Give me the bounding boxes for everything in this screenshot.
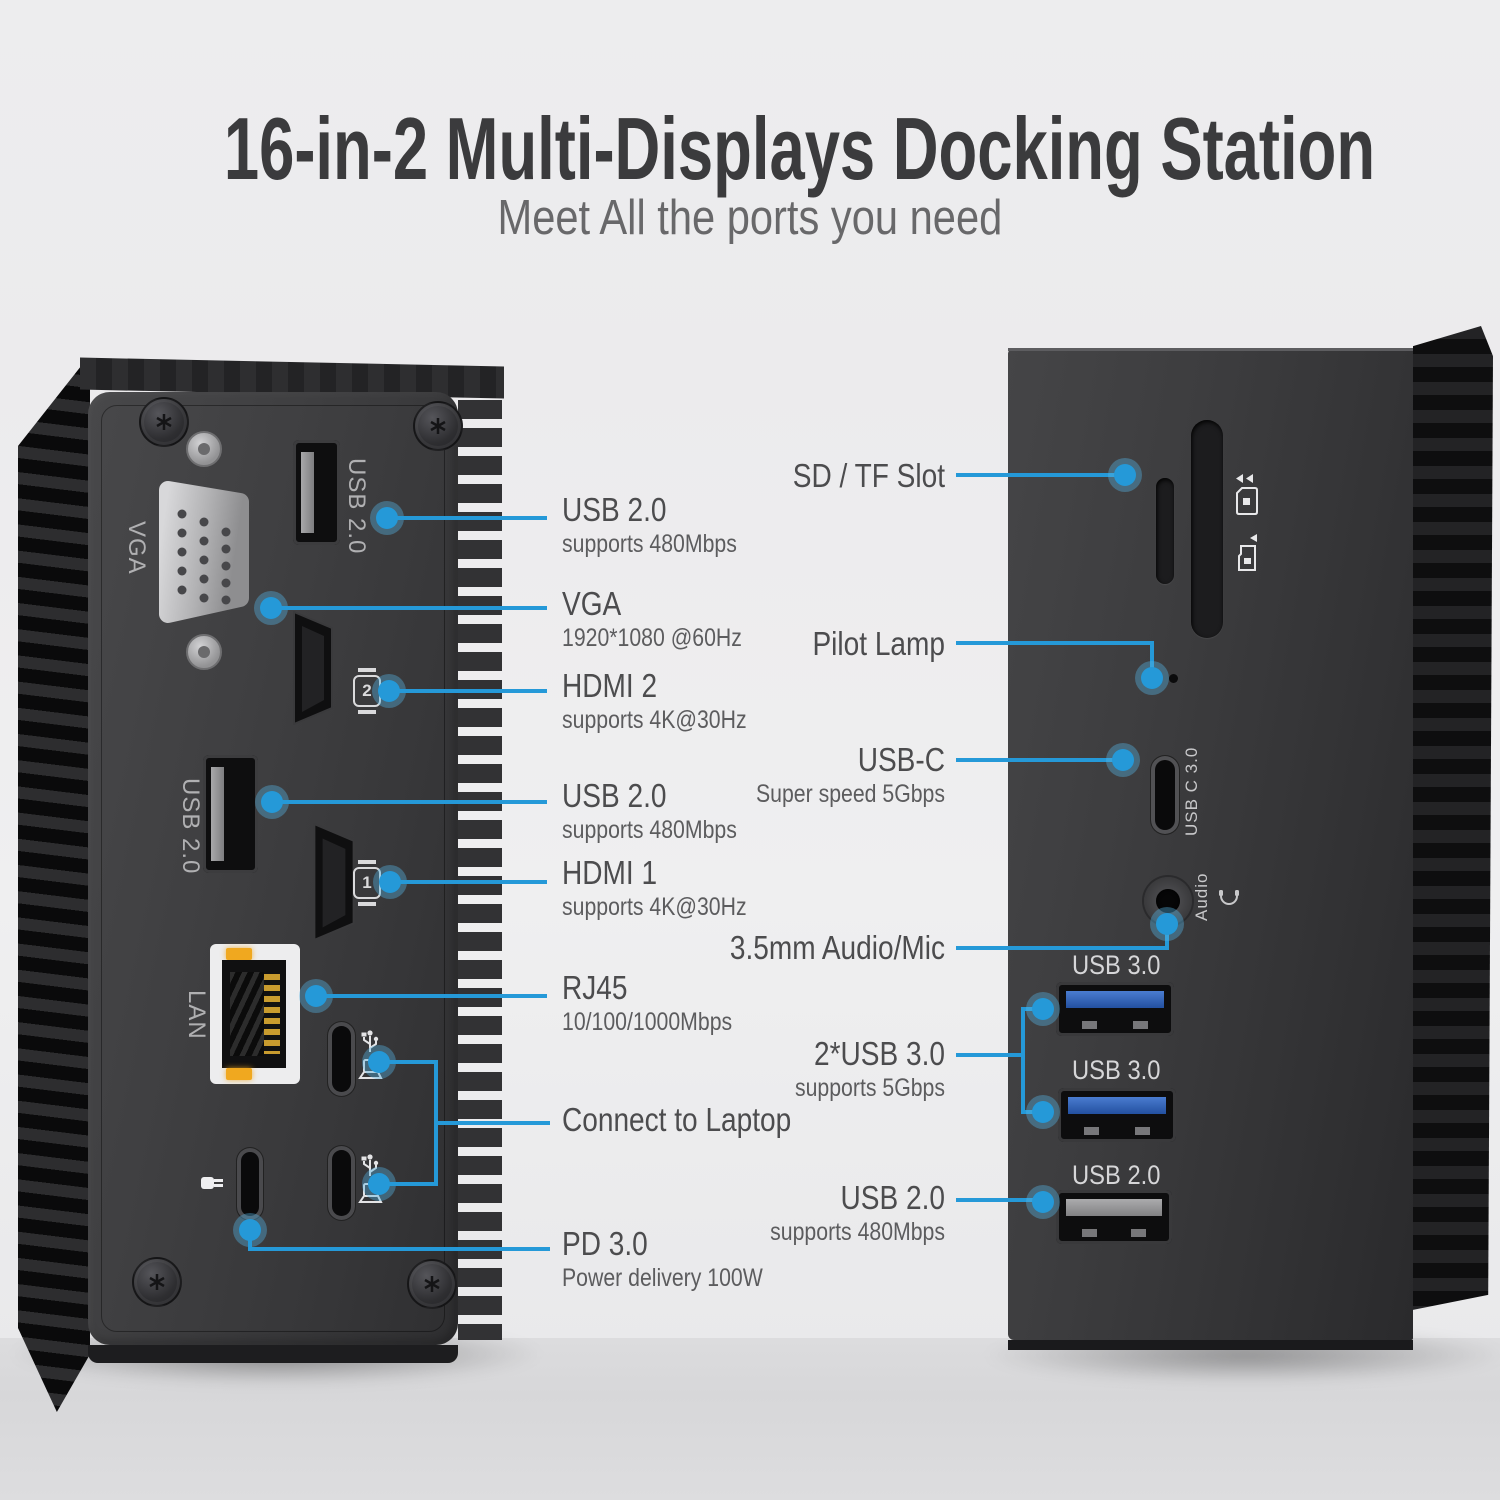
callout-line-pd	[248, 1247, 550, 1251]
callout-stub-pd	[248, 1230, 252, 1249]
pilot-lamp	[1169, 674, 1178, 683]
callout-stub-pilot	[1150, 641, 1154, 680]
usb3-top-engraving: USB 3.0	[1072, 950, 1161, 980]
hdmi1-badge-icon: 1	[352, 860, 382, 906]
usbc-port	[1151, 756, 1179, 834]
lan-engraving: LAN	[183, 990, 210, 1040]
page-title: 16-in-2 Multi-Displays Docking Station	[223, 99, 1376, 198]
power-plug-icon	[201, 1177, 223, 1189]
screw-top-left	[139, 397, 189, 447]
callout-line-rj45	[316, 994, 547, 998]
callout-stub-audio	[1165, 924, 1169, 948]
pd-port	[237, 1148, 263, 1220]
hdmi2-port	[293, 611, 333, 725]
audio-engraving: Audio	[1192, 846, 1240, 948]
usbc-engraving: USB C 3.0	[1182, 746, 1201, 836]
vga-screw-bottom	[186, 634, 222, 670]
callout-line-pilot	[956, 641, 1154, 645]
usb2-top-engraving: USB 2.0	[343, 458, 370, 555]
screw-bottom-left	[132, 1257, 182, 1307]
callout-label-sdtf: SD / TF Slot	[792, 457, 945, 494]
callout-line-usb2-right	[956, 1198, 1043, 1202]
floor-surface	[0, 1338, 1500, 1500]
usb3-port-top	[1056, 982, 1174, 1036]
screw-bottom-right	[407, 1259, 457, 1309]
callout-dot-usb2-right	[1032, 1191, 1054, 1213]
callout-dot-audio	[1156, 913, 1178, 935]
callout-line-laptop-1	[379, 1060, 438, 1064]
vga-port-label: VGA	[123, 521, 150, 575]
callout-line-usb2-mid	[272, 800, 547, 804]
callout-line-usb2-top	[387, 516, 547, 520]
callout-line-audio	[956, 946, 1169, 950]
screw-top-right	[413, 401, 463, 451]
rear-panel	[88, 392, 458, 1345]
device-base-right	[1008, 1340, 1413, 1350]
usb3-port-bottom	[1058, 1088, 1176, 1142]
callout-dot-usb3-1	[1032, 998, 1054, 1020]
vga-screw-top	[186, 431, 222, 467]
usb2-port-front	[1056, 1190, 1172, 1244]
callout-line-vga	[271, 606, 547, 610]
callout-dot-sdtf	[1114, 464, 1136, 486]
callout-line-hdmi2	[389, 689, 547, 693]
callout-label-pilot-lamp: Pilot Lamp	[812, 625, 945, 662]
callout-line-hdmi1	[390, 880, 547, 884]
heatsink-fins-right	[1413, 326, 1493, 1310]
callout-dot-usb3-2	[1032, 1101, 1054, 1123]
rj45-led-bottom	[226, 1068, 252, 1080]
callout-line-laptop-2	[379, 1182, 438, 1186]
heatsink-fins-left	[18, 362, 90, 1412]
callout-dot-usbc	[1112, 749, 1134, 771]
callout-label-audio: 3.5mm Audio/Mic	[729, 929, 945, 966]
dock-front-view: USB C 3.0 Audio USB 3.0 USB 3.0 USB 2.0	[1000, 326, 1500, 1366]
usb2-mid-engraving: USB 2.0	[177, 778, 204, 875]
usbc-host-port-2	[328, 1146, 355, 1220]
tf-card-icon	[1238, 534, 1257, 571]
heatsink-teeth-edge	[458, 400, 502, 1340]
usb2-engraving: USB 2.0	[1072, 1160, 1161, 1190]
usb2-port-mid	[203, 755, 258, 873]
callout-line-laptop-label	[434, 1121, 550, 1125]
callout-line-usb3-label	[956, 1053, 1023, 1057]
tf-card-slot	[1156, 478, 1174, 584]
dock-rear-view: VGA USB 2.0 2 USB 2.0 1 LAN	[18, 312, 518, 1417]
headphone-icon	[1219, 890, 1239, 905]
device-base	[88, 1345, 458, 1363]
callout-dot-pilot	[1141, 667, 1163, 689]
callout-label-connect-laptop: Connect to Laptop	[562, 1101, 792, 1138]
usb2-port-top	[293, 440, 340, 545]
usb-laptop-icon-1	[358, 1030, 383, 1079]
vga-port	[159, 481, 249, 623]
rj45-led-top	[226, 948, 252, 960]
rj45-port	[210, 944, 300, 1084]
page-subtitle: Meet All the ports you need	[497, 191, 1003, 245]
callout-bracket-usb3	[1021, 1007, 1025, 1114]
callout-line-sdtf	[956, 473, 1125, 477]
usbc-host-port-1	[328, 1022, 355, 1096]
sd-card-slot	[1191, 420, 1223, 638]
usb3-bottom-engraving: USB 3.0	[1072, 1055, 1161, 1085]
sd-card-icon	[1236, 474, 1258, 515]
callout-line-usbc	[956, 758, 1123, 762]
hdmi1-port	[313, 823, 355, 941]
